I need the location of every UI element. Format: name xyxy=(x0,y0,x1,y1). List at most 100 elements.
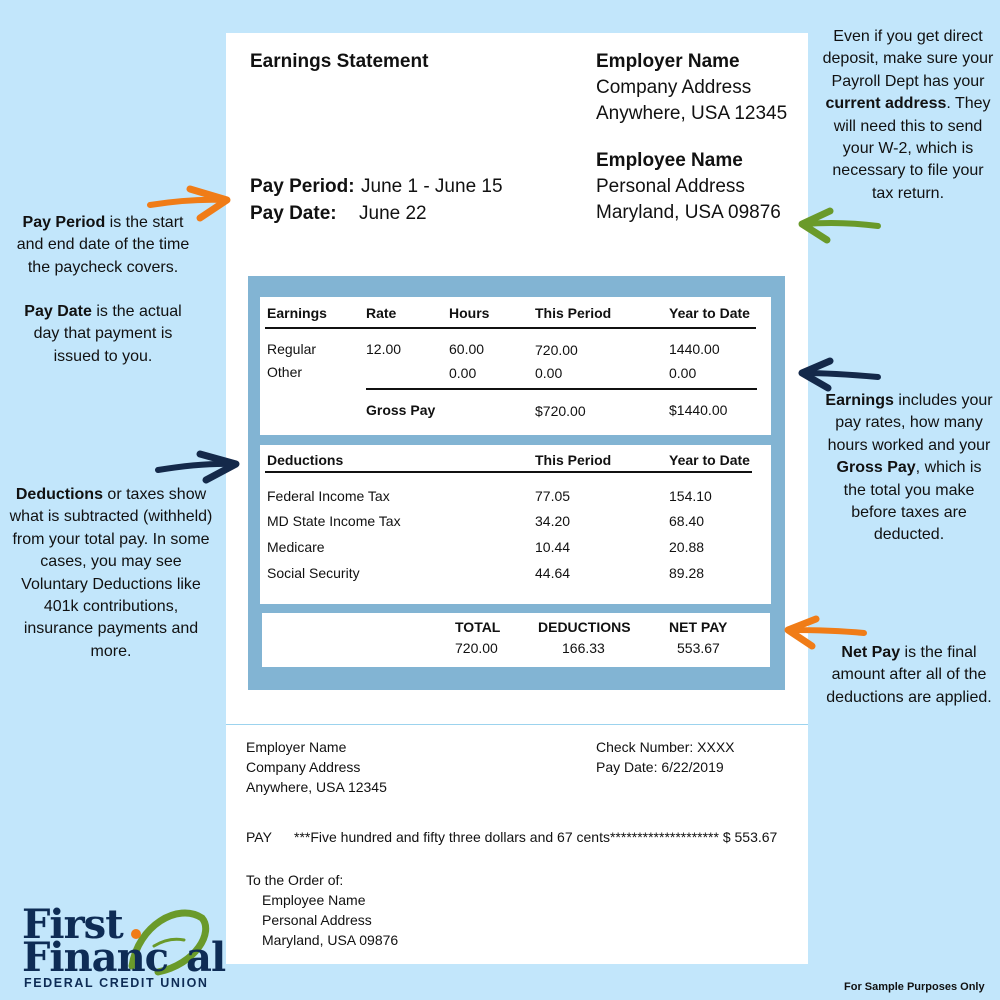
order-label: To the Order of: xyxy=(246,872,344,888)
logo-leaf-icon xyxy=(128,909,210,976)
earnings-panel xyxy=(260,297,771,435)
net-pay-label: NET PAY xyxy=(669,619,728,635)
table-cell: 0.00 xyxy=(669,365,697,381)
deductions-header-item: Deductions xyxy=(267,452,344,468)
note-deductions: Deductions or taxes show what is subtrac… xyxy=(8,484,214,663)
table-cell: 12.00 xyxy=(366,341,402,357)
table-cell: Federal Income Tax xyxy=(267,488,390,504)
table-cell: 77.05 xyxy=(535,488,571,504)
arrow-address-icon xyxy=(798,207,881,244)
note-earnings-text2: , which is the total you make before tax… xyxy=(843,459,982,544)
check-pay-label: PAY xyxy=(246,829,272,845)
employer-address-line1: Company Address xyxy=(596,77,752,98)
arrow-earnings-icon xyxy=(798,357,881,392)
statement-title: Earnings Statement xyxy=(250,51,429,72)
payee-block: Employee Name Personal Address Maryland,… xyxy=(262,890,398,950)
deductions-header-rule xyxy=(265,471,752,473)
deductions-header-period: This Period xyxy=(535,452,612,468)
table-cell: 20.88 xyxy=(669,539,705,555)
check-employer-name: Employer Name xyxy=(246,739,347,755)
payee-name: Employee Name xyxy=(262,892,366,908)
note-earnings-term: Earnings xyxy=(825,392,894,409)
pay-period-value: June 1 - June 15 xyxy=(361,176,503,197)
employer-name: Employer Name xyxy=(596,51,740,72)
table-cell: 60.00 xyxy=(449,341,485,357)
table-cell: 0.00 xyxy=(535,365,563,381)
sample-disclaimer: For Sample Purposes Only xyxy=(844,981,985,993)
check-info-block: Check Number: XXXX Pay Date: 6/22/2019 xyxy=(596,737,735,777)
table-cell: 10.44 xyxy=(535,539,571,555)
table-cell: Social Security xyxy=(267,565,360,581)
gross-pay-period: $720.00 xyxy=(535,403,586,419)
arrow-deductions-icon xyxy=(155,450,240,484)
table-cell: Regular xyxy=(267,341,317,357)
earnings-header-rate: Rate xyxy=(366,305,397,321)
note-pay-date: Pay Date is the actual day that payment … xyxy=(10,301,196,368)
table-cell: 34.20 xyxy=(535,513,571,529)
note-deductions-term: Deductions xyxy=(15,486,103,503)
note-net-pay-term: Net Pay xyxy=(841,644,901,661)
note-address: Even if you get direct deposit, make sur… xyxy=(822,26,994,205)
note-pay-date-term: Pay Date xyxy=(24,303,92,320)
net-pay-value: 553.67 xyxy=(677,640,720,656)
total-label: TOTAL xyxy=(455,619,501,635)
table-cell: MD State Income Tax xyxy=(267,513,401,529)
employer-block: Employer Name Company Address Anywhere, … xyxy=(596,49,787,127)
note-address-term: current address xyxy=(825,95,947,113)
note-pay-period: Pay Period is the start and end date of … xyxy=(10,212,196,279)
employer-address-line2: Anywhere, USA 12345 xyxy=(596,103,788,124)
earnings-header-hours: Hours xyxy=(449,305,490,321)
arrow-net-pay-icon xyxy=(784,615,867,650)
logo-financial-part1: Financ xyxy=(22,934,169,981)
check-employer-block: Employer Name Company Address Anywhere, … xyxy=(246,737,387,797)
check-separator xyxy=(226,724,808,725)
note-earnings: Earnings includes your pay rates, how ma… xyxy=(824,390,994,547)
table-cell: 154.10 xyxy=(669,488,712,504)
table-cell: 720.00 xyxy=(535,342,578,358)
note-pay-period-text: is the start and end date of the time th… xyxy=(16,214,190,276)
note-gross-pay-term: Gross Pay xyxy=(836,459,916,477)
gross-pay-rule xyxy=(366,388,757,390)
earnings-header-ytd: Year to Date xyxy=(669,305,750,321)
note-address-post: . They will need this to send your W-2, … xyxy=(832,95,991,202)
deductions-header-ytd: Year to Date xyxy=(669,452,750,468)
note-address-pre: Even if you get direct deposit, make sur… xyxy=(822,28,994,90)
deductions-total-label: DEDUCTIONS xyxy=(538,619,631,635)
employee-address-line2: Maryland, USA 09876 xyxy=(596,202,781,223)
logo-financial-part2: al xyxy=(186,934,226,981)
deductions-total-value: 166.33 xyxy=(562,640,605,656)
employee-name: Employee Name xyxy=(596,150,743,171)
check-employer-address-line1: Company Address xyxy=(246,759,361,775)
arrow-pay-period-icon xyxy=(147,185,231,222)
note-pay-period-term: Pay Period xyxy=(22,214,106,231)
note-net-pay-text: is the final amount after all of the ded… xyxy=(826,644,992,706)
note-pay-date-text: is the actual day that payment is issued… xyxy=(33,303,182,365)
note-deductions-text: or taxes show what is subtracted (withhe… xyxy=(9,486,213,660)
logo-first: First xyxy=(22,901,124,948)
check-number: Check Number: XXXX xyxy=(596,739,735,755)
table-cell: Medicare xyxy=(267,539,325,555)
earnings-header-item: Earnings xyxy=(267,305,327,321)
employee-address-line1: Personal Address xyxy=(596,176,745,197)
table-cell: 68.40 xyxy=(669,513,705,529)
table-cell: Other xyxy=(267,364,303,380)
pay-date-label: Pay Date: xyxy=(250,203,337,224)
total-value: 720.00 xyxy=(455,640,498,656)
gross-pay-ytd: $1440.00 xyxy=(669,402,728,418)
check-pay-date: Pay Date: 6/22/2019 xyxy=(596,759,724,775)
earnings-header-rule xyxy=(265,327,756,329)
table-cell: 89.28 xyxy=(669,565,705,581)
payee-address-line1: Personal Address xyxy=(262,912,372,928)
check-employer-address-line2: Anywhere, USA 12345 xyxy=(246,779,387,795)
pay-date-value: June 22 xyxy=(359,203,427,224)
note-net-pay: Net Pay is the final amount after all of… xyxy=(826,642,992,709)
earnings-header-period: This Period xyxy=(535,305,612,321)
pay-period-label: Pay Period: xyxy=(250,176,355,197)
note-earnings-text1: includes your pay rates, how many hours … xyxy=(827,392,993,454)
table-cell: 44.64 xyxy=(535,565,571,581)
table-cell: 0.00 xyxy=(449,365,477,381)
totals-panel xyxy=(262,613,770,667)
check-amount-line: ***Five hundred and fifty three dollars … xyxy=(294,829,778,845)
